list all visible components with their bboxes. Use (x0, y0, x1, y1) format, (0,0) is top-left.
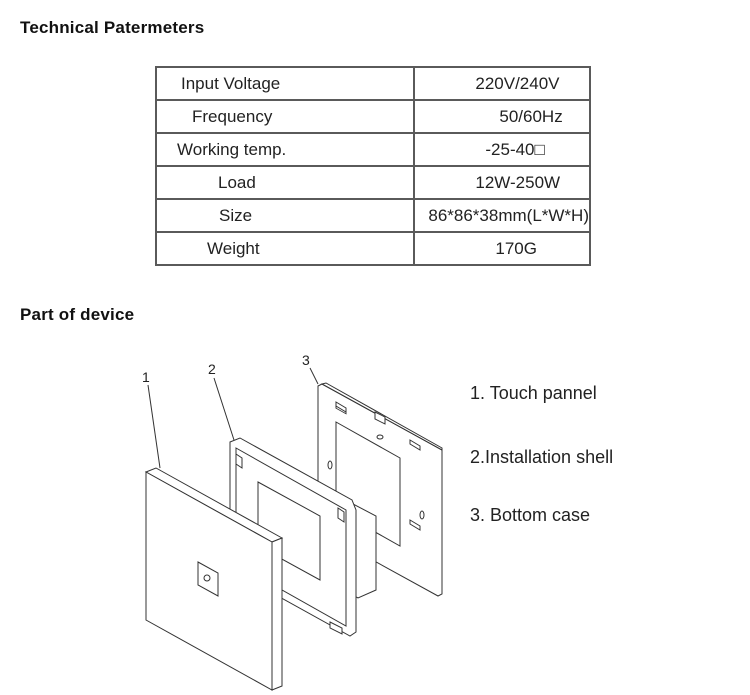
table-row: Size 86*86*38mm(L*W*H) (154, 198, 591, 233)
table-row: Load 12W-250W (154, 165, 591, 200)
param-value-working-temp: -25-40□ (413, 132, 591, 167)
param-label-load: Load (154, 165, 416, 200)
param-value-frequency: 50/60Hz (413, 99, 591, 134)
param-label-size: Size (154, 198, 416, 233)
table-row: Frequency 50/60Hz (154, 99, 591, 134)
legend-bottom-case: 3. Bottom case (470, 505, 591, 525)
callout-1: 1 (142, 369, 150, 385)
technical-parameters-heading: Technical Patermeters (20, 18, 205, 37)
touch-button-icon (197, 561, 219, 597)
exploded-device-diagram: 1 2 3 (142, 352, 443, 691)
param-label-input-voltage: Input Voltage (154, 66, 416, 101)
table-row: Input Voltage 220V/240V (154, 66, 591, 101)
param-value-input-voltage: 220V/240V (413, 66, 591, 101)
param-label-frequency: Frequency (154, 99, 416, 134)
touch-panel-drawing (144, 467, 284, 691)
param-label-working-temp: Working temp. (154, 132, 416, 167)
param-value-size: 86*86*38mm(L*W*H) (413, 198, 591, 233)
param-value-load: 12W-250W (413, 165, 591, 200)
table-row: Weight 170G (154, 231, 591, 266)
param-value-weight: 170G (413, 231, 591, 266)
legend-installation-shell: 2.Installation shell (470, 447, 614, 467)
part-of-device-heading: Part of device (20, 305, 135, 324)
callout-2: 2 (208, 361, 216, 377)
technical-parameters-table: Input Voltage 220V/240V Frequency 50/60H… (154, 66, 591, 266)
callout-3: 3 (302, 352, 310, 368)
legend-touch-panel: 1. Touch pannel (470, 383, 597, 403)
table-row: Working temp. -25-40□ (154, 132, 591, 167)
param-label-weight: Weight (154, 231, 416, 266)
